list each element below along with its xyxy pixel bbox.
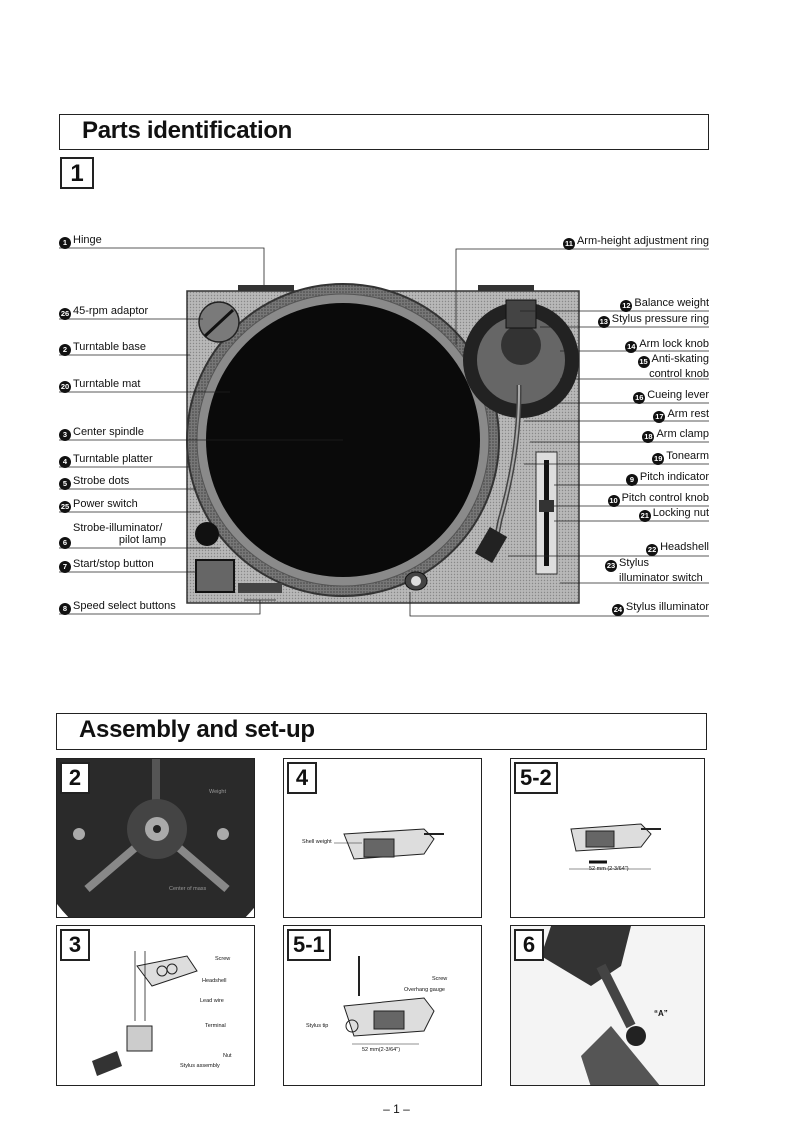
panel-5-1-label-screw: Screw: [432, 976, 448, 982]
panel-number: 4: [287, 762, 317, 794]
panel-5-1-label-stylus-tip: Stylus tip: [306, 1023, 329, 1029]
assembly-title: Assembly and set-up: [79, 716, 315, 743]
parts-title-box: Parts identification: [59, 114, 709, 150]
panel-4: 4 Shell weight: [283, 758, 482, 918]
panel-3-label-headshell: Headshell: [202, 978, 227, 984]
panel-5-2: 5-2 52 mm (2-3/64"): [510, 758, 705, 918]
panel-3-label-lead-wire: Lead wire: [200, 998, 224, 1004]
panel-3-label-screw: Screw: [215, 956, 231, 962]
panel-number: 2: [60, 762, 90, 794]
panel-number: 5-2: [514, 762, 558, 794]
panel-5-1: 5-1 Screw Overhang gauge Stylus tip 52 m…: [283, 925, 482, 1086]
panel-6: 6 “A”: [510, 925, 705, 1086]
panel-number: 5-1: [287, 929, 331, 961]
panel-5-2-label-dimension: 52 mm (2-3/64"): [589, 866, 629, 872]
panel-2: 2 Weight Center of mass: [56, 758, 255, 918]
panel-2-label-weight: Weight: [209, 789, 227, 795]
panel-number: 3: [60, 929, 90, 961]
panel-3-label-stylus-assembly: Stylus assembly: [180, 1063, 220, 1069]
panel-3: 3 Screw Headshell Lead wire Terminal Nut…: [56, 925, 255, 1086]
panel-number: 6: [514, 929, 544, 961]
panel-3-label-nut: Nut: [223, 1053, 232, 1059]
parts-title: Parts identification: [82, 117, 293, 144]
panel-2-label-center: Center of mass: [169, 886, 207, 892]
page-number: – 1 –: [383, 1102, 410, 1116]
assembly-title-box: Assembly and set-up: [56, 713, 707, 750]
panel-4-label-shell-weight: Shell weight: [302, 839, 332, 845]
figure-number-1: 1: [60, 157, 94, 189]
panel-5-1-label-overhang: Overhang gauge: [404, 987, 445, 993]
panel-6-label-a: “A”: [654, 1009, 668, 1018]
panel-5-1-label-dimension: 52 mm(2-3/64"): [362, 1047, 401, 1053]
panel-3-label-terminal: Terminal: [205, 1023, 226, 1029]
